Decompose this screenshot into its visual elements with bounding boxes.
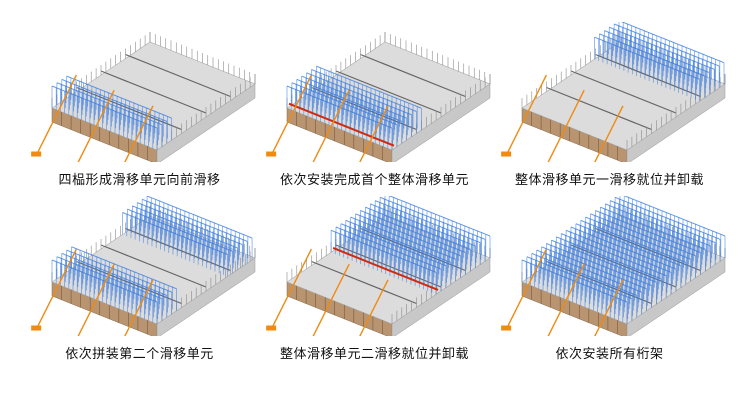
step-caption-2: 依次安装完成首个整体滑移单元 <box>279 173 469 188</box>
truss-rail <box>360 53 466 98</box>
truss-chord <box>388 196 491 237</box>
step-panel-3: 整体滑移单元一滑移就位并卸载 <box>492 22 727 197</box>
truss-chord <box>621 22 725 64</box>
crane-body <box>266 151 277 157</box>
step-caption-4: 依次拼装第二个滑移单元 <box>65 347 214 362</box>
crane-boom <box>506 248 547 328</box>
step-panel-2: 依次安装完成首个整体滑移单元 <box>257 22 492 197</box>
crane-boom <box>594 105 624 162</box>
truss-chord <box>146 196 253 239</box>
crane-boom <box>547 263 585 336</box>
crane-boom <box>36 74 77 154</box>
truss-diagram-3 <box>501 22 726 162</box>
truss-diagram-4 <box>31 196 256 336</box>
step-caption-1: 四榀形成滑移单元向前滑移 <box>58 173 221 188</box>
crane-body <box>501 325 512 331</box>
truss-rail <box>335 70 442 114</box>
crane-boom <box>312 263 350 336</box>
step-caption-3: 整体滑移单元一滑移就位并卸载 <box>514 173 704 188</box>
truss-rail <box>311 260 417 305</box>
crane-body <box>31 325 42 331</box>
crane-boom <box>594 279 624 336</box>
crane-body <box>31 151 42 157</box>
crane-boom <box>271 74 312 154</box>
truss-diagram-2 <box>266 32 491 162</box>
truss-chord <box>316 65 422 109</box>
truss-rail <box>100 70 207 114</box>
truss-rail <box>546 86 652 131</box>
truss-chord <box>71 246 177 290</box>
crane-boom <box>124 105 154 162</box>
step-panel-1: 四榀形成滑移单元向前滑移 <box>22 22 257 197</box>
crane-boom <box>506 74 547 154</box>
truss-diagram-5 <box>266 196 491 336</box>
truss-diagram-1 <box>31 32 256 162</box>
slide-track-highlight <box>288 102 395 147</box>
crane-boom <box>36 248 77 328</box>
truss-chord <box>66 75 172 119</box>
step-caption-5: 整体滑移单元二滑移就位并卸载 <box>279 347 469 362</box>
crane-boom <box>312 89 350 162</box>
crane-boom <box>77 89 115 162</box>
truss-rail <box>100 244 207 288</box>
truss-chord <box>623 196 726 237</box>
crane-boom <box>359 105 389 162</box>
crane-boom <box>271 248 312 328</box>
truss-rail <box>125 53 231 98</box>
crane-body <box>266 325 277 331</box>
step-panel-5: 整体滑移单元二滑移就位并卸载 <box>257 196 492 371</box>
step-caption-6: 依次安装所有桁架 <box>555 347 664 362</box>
truss-rail <box>570 70 677 114</box>
step-panel-6: 依次安装所有桁架 <box>492 196 727 371</box>
step-panel-4: 依次拼装第二个滑移单元 <box>22 196 257 371</box>
truss-diagram-6 <box>501 196 726 336</box>
crane-body <box>501 151 512 157</box>
crane-boom <box>77 263 115 336</box>
crane-boom <box>547 89 585 162</box>
crane-boom <box>124 279 154 336</box>
crane-boom <box>359 279 389 336</box>
slide-track-highlight <box>332 247 439 291</box>
